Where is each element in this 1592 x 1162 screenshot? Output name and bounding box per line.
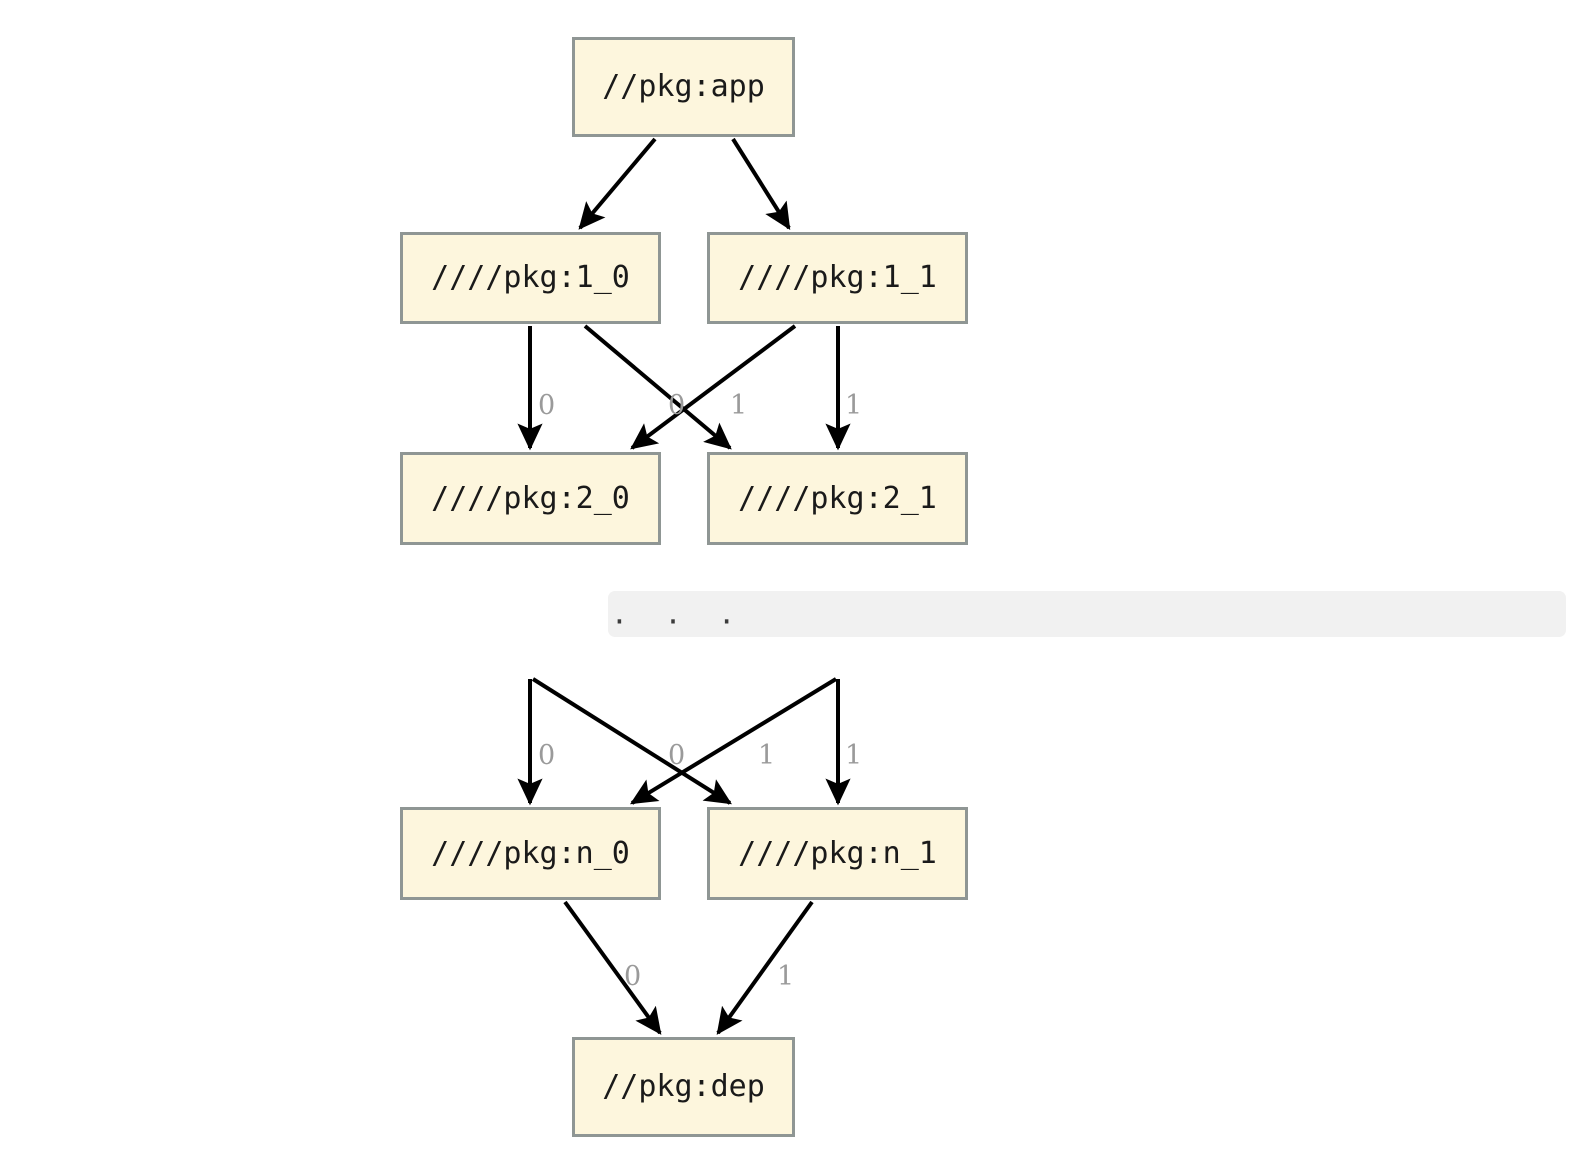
graph-node-label: ////pkg:2_1 (738, 480, 937, 516)
graph-node-dep[interactable]: //pkg:dep (572, 1037, 795, 1137)
graph-node-label: ////pkg:2_0 (431, 480, 630, 516)
graph-edge-app-to-n1_0 (578, 137, 657, 230)
graph-edge-label: 1 (758, 740, 776, 771)
graph-edge-label: 0 (538, 390, 556, 421)
graph-edge-label: 1 (845, 740, 863, 771)
ellipsis-band: · · · (608, 591, 1566, 642)
graph-edge-nn_0-to-dep (563, 900, 662, 1035)
graph-edge-dangling-to-nn_1 (531, 677, 732, 805)
graph-edge-n1_0-to-n2_1 (583, 324, 732, 450)
graph-node-label: //pkg:app (602, 69, 765, 104)
graph-edge-label: 1 (730, 390, 748, 421)
graph-node-label: ////pkg:1_0 (431, 260, 630, 295)
graph-node-n1_1[interactable]: ////pkg:1_1 (707, 232, 968, 324)
graph-node-n2_0[interactable]: ////pkg:2_0 (400, 452, 661, 545)
graph-edge-label: 0 (668, 390, 686, 421)
graph-node-label: ////pkg:1_1 (738, 260, 937, 295)
graph-edge-label: 0 (538, 740, 556, 771)
graph-node-nn_0[interactable]: ////pkg:n_0 (400, 807, 661, 900)
graph-node-nn_1[interactable]: ////pkg:n_1 (707, 807, 968, 900)
graph-edge-label: 1 (845, 390, 863, 421)
graph-edge-dangling-to-nn_0 (630, 677, 838, 805)
graph-node-app[interactable]: //pkg:app (572, 37, 795, 137)
ellipsis-dots: · · · (614, 602, 749, 642)
graph-node-label: //pkg:dep (602, 1069, 765, 1104)
graph-edge-nn_1-to-dep (716, 900, 814, 1035)
graph-node-label: ////pkg:n_1 (738, 835, 937, 871)
graph-edge-app-to-n1_1 (731, 137, 791, 230)
graph-edge-label: 0 (624, 961, 642, 992)
graph-edge-n1_1-to-n2_0 (630, 324, 797, 450)
graph-edge-label: 1 (777, 961, 795, 992)
graph-edge-label: 0 (668, 740, 686, 771)
graph-node-n2_1[interactable]: ////pkg:2_1 (707, 452, 968, 545)
graph-node-label: ////pkg:n_0 (431, 835, 630, 871)
graph-node-n1_0[interactable]: ////pkg:1_0 (400, 232, 661, 324)
